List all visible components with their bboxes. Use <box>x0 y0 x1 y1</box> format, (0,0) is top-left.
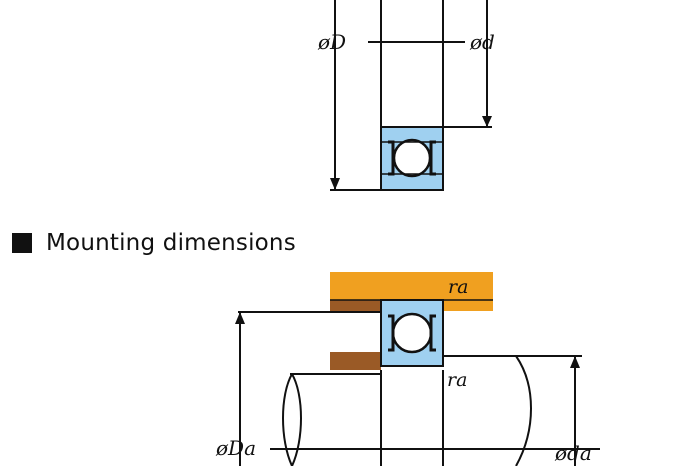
mount-seal-right <box>429 314 436 352</box>
label-Da: øDa <box>215 436 256 460</box>
mount-ball <box>391 312 433 354</box>
section-heading-text: Mounting dimensions <box>46 230 296 256</box>
label-D: øD <box>317 30 346 54</box>
shaft-shoulder <box>330 352 381 370</box>
housing-shoulder <box>330 300 381 312</box>
top-bearing-section <box>380 126 444 191</box>
arrow-d-bottom <box>482 116 492 127</box>
mount-seal-left <box>388 314 395 352</box>
shaft-break-left-inner <box>291 373 302 466</box>
arrow-Da-top <box>235 312 245 324</box>
shaft-break-left-outer <box>282 373 293 466</box>
arrow-da-top <box>570 356 580 368</box>
shaft-break-right <box>515 355 532 466</box>
square-bullet-icon <box>12 233 32 253</box>
top-ball <box>392 138 432 178</box>
label-d: ød <box>469 30 495 54</box>
top-bearing-drawing: øD ød <box>317 0 495 191</box>
arrow-D-bottom <box>330 178 340 190</box>
label-ra-shaft: ra <box>447 369 467 391</box>
label-da: øda <box>554 441 592 465</box>
label-ra-housing: ra <box>448 276 468 298</box>
section-heading: Mounting dimensions <box>12 230 296 256</box>
mounting-drawing: ra ra øDa øda <box>215 272 600 466</box>
